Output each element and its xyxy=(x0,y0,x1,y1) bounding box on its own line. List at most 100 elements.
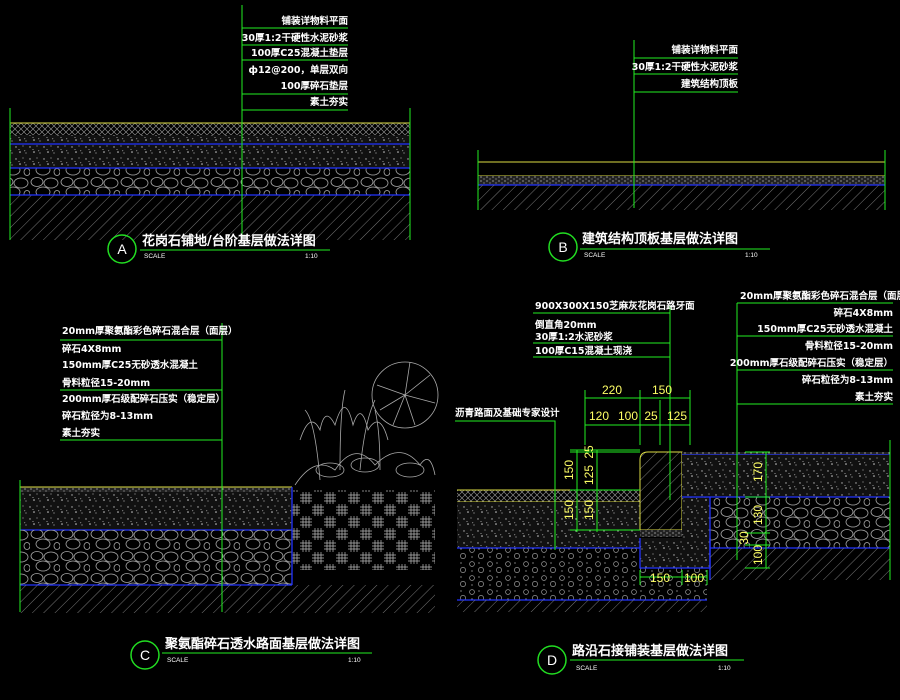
dimension: 125 xyxy=(582,465,596,485)
layer-label: 铺装详物料平面 xyxy=(671,44,738,56)
layer-label: 20mm厚聚氨酯彩色碎石混合层（面层） xyxy=(740,290,900,302)
layer-label: 30厚1:2干硬性水泥砂浆 xyxy=(242,32,349,44)
mortar-layer xyxy=(478,176,885,185)
detail-marker: B xyxy=(558,239,567,255)
layer-label: 碎石粒径为8-13mm xyxy=(802,374,893,386)
layer-label: 碎石4X8mm xyxy=(834,307,893,319)
label-rules xyxy=(533,312,670,358)
planting-illustration xyxy=(294,361,439,486)
dimension: 25 xyxy=(644,409,658,423)
layer-label: 150mm厚C25无砂透水混凝土 xyxy=(62,359,198,371)
dimension-lines xyxy=(570,390,770,585)
detail-marker-circle xyxy=(107,234,137,264)
scale-value: 1:10 xyxy=(718,665,731,672)
scale-label: SCALE xyxy=(584,252,606,259)
layer-label: 倒直角20mm xyxy=(534,319,597,331)
paving-layer xyxy=(478,162,885,176)
surface-layer xyxy=(682,452,890,455)
label-rules xyxy=(737,302,893,405)
detail-a: 铺装详物料平面 30厚1:2干硬性水泥砂浆 100厚C25混凝土垫层 ф12@2… xyxy=(9,5,411,264)
detail-title: 花岗石铺地/台阶基层做法详图 xyxy=(142,233,316,249)
dimension: 130 xyxy=(751,505,765,525)
dimension: 120 xyxy=(589,409,609,423)
pervious-concrete-layer xyxy=(682,455,890,497)
curb-concrete-base xyxy=(640,538,710,568)
layer-label: ф12@200，单层双向 xyxy=(249,64,348,76)
detail-b: 铺装详物料平面 30厚1:2干硬性水泥砂浆 建筑结构顶板 B 建筑结构顶板基层做… xyxy=(477,40,886,262)
scale-label: SCALE xyxy=(144,253,166,260)
detail-d: 900X300X150芝麻灰花岗石路牙面 倒直角20mm 30厚1:2水泥砂浆 … xyxy=(455,290,900,675)
scale-label: SCALE xyxy=(576,665,598,672)
layer-label: 150mm厚C25无砂透水混凝土 xyxy=(757,323,893,335)
layer-label: 素土夯实 xyxy=(309,96,349,108)
dimension: 25 xyxy=(582,445,596,459)
layer-label: 铺装详物料平面 xyxy=(281,15,348,27)
concrete-backing xyxy=(682,497,710,538)
dimension: 150 xyxy=(650,571,670,585)
dimension: 220 xyxy=(602,383,622,397)
layer-label: 100厚碎石垫层 xyxy=(281,80,349,92)
detail-marker: A xyxy=(117,241,127,257)
soil-layer xyxy=(710,548,890,580)
dimension: 170 xyxy=(751,462,765,482)
layer-label: 骨料粒径15-20mm xyxy=(62,377,150,389)
layer-label: 素土夯实 xyxy=(61,427,101,439)
layer-label: 900X300X150芝麻灰花岗石路牙面 xyxy=(535,300,695,312)
label-rules xyxy=(242,27,348,111)
asphalt-surface xyxy=(457,490,640,502)
leader-line xyxy=(455,420,556,550)
paving-layer xyxy=(10,123,410,135)
dimension: 100 xyxy=(618,409,638,423)
detail-marker-circle xyxy=(130,640,160,670)
scale-label: SCALE xyxy=(167,657,189,664)
label-rules xyxy=(60,339,222,441)
dimension: 100 xyxy=(751,545,765,565)
layer-label: 200mm厚石级配碎石压实（稳定层） xyxy=(62,393,225,405)
roof-slab-layer xyxy=(478,185,885,210)
soil-layer xyxy=(457,600,707,612)
soil-layer xyxy=(20,585,435,613)
layer-label: 30厚1:2水泥砂浆 xyxy=(535,331,613,343)
layer-label: 100厚C15混凝土现浇 xyxy=(535,345,633,357)
layer-label: 碎石粒径为8-13mm xyxy=(62,410,153,422)
layer-label: 建筑结构顶板 xyxy=(680,78,739,90)
pervious-concrete-layer xyxy=(20,492,292,530)
detail-title: 聚氨酯碎石透水路面基层做法详图 xyxy=(164,636,360,652)
layer-label: 20mm厚聚氨酯彩色碎石混合层（面层） xyxy=(62,325,238,337)
granite-curb-stone xyxy=(639,451,683,531)
dimension: 150 xyxy=(562,500,576,520)
graded-gravel-layer xyxy=(20,530,292,585)
dimension: 30 xyxy=(737,531,751,545)
road-base-layer xyxy=(457,502,640,548)
concrete-layer xyxy=(10,135,410,168)
layer-label: 碎石4X8mm xyxy=(62,343,121,355)
gravel-layer xyxy=(10,168,410,195)
graded-gravel-layer xyxy=(710,497,890,548)
scale-value: 1:10 xyxy=(348,657,361,664)
road-label: 沥青路面及基础专家设计 xyxy=(455,407,560,419)
detail-marker: C xyxy=(140,647,150,663)
layer-label: 素土夯实 xyxy=(854,391,894,403)
detail-marker: D xyxy=(547,652,557,668)
layer-label: 100厚C25混凝土垫层 xyxy=(251,47,349,59)
detail-c: 20mm厚聚氨酯彩色碎石混合层（面层） 碎石4X8mm 150mm厚C25无砂透… xyxy=(19,323,439,670)
layer-label: 30厚1:2干硬性水泥砂浆 xyxy=(632,61,739,73)
layer-label: 200mm厚石级配碎石压实（稳定层） xyxy=(730,357,893,369)
dimension: 150 xyxy=(652,383,672,397)
scale-value: 1:10 xyxy=(305,253,318,260)
curb-mortar-bed xyxy=(640,530,682,537)
label-rules xyxy=(634,57,738,93)
scale-value: 1:10 xyxy=(745,252,758,259)
surface-layer xyxy=(20,487,292,492)
detail-marker-circle xyxy=(548,232,578,262)
soil-layer xyxy=(10,195,410,240)
dimension: 125 xyxy=(667,409,687,423)
dimension: 150 xyxy=(562,460,576,480)
brick-planter-wall xyxy=(292,490,435,570)
layer-label: 骨料粒径15-20mm xyxy=(805,340,893,352)
detail-title: 路沿石接铺装基层做法详图 xyxy=(572,643,728,659)
dimension: 150 xyxy=(582,500,596,520)
dimension: 100 xyxy=(684,571,704,585)
detail-title: 建筑结构顶板基层做法详图 xyxy=(582,231,738,247)
